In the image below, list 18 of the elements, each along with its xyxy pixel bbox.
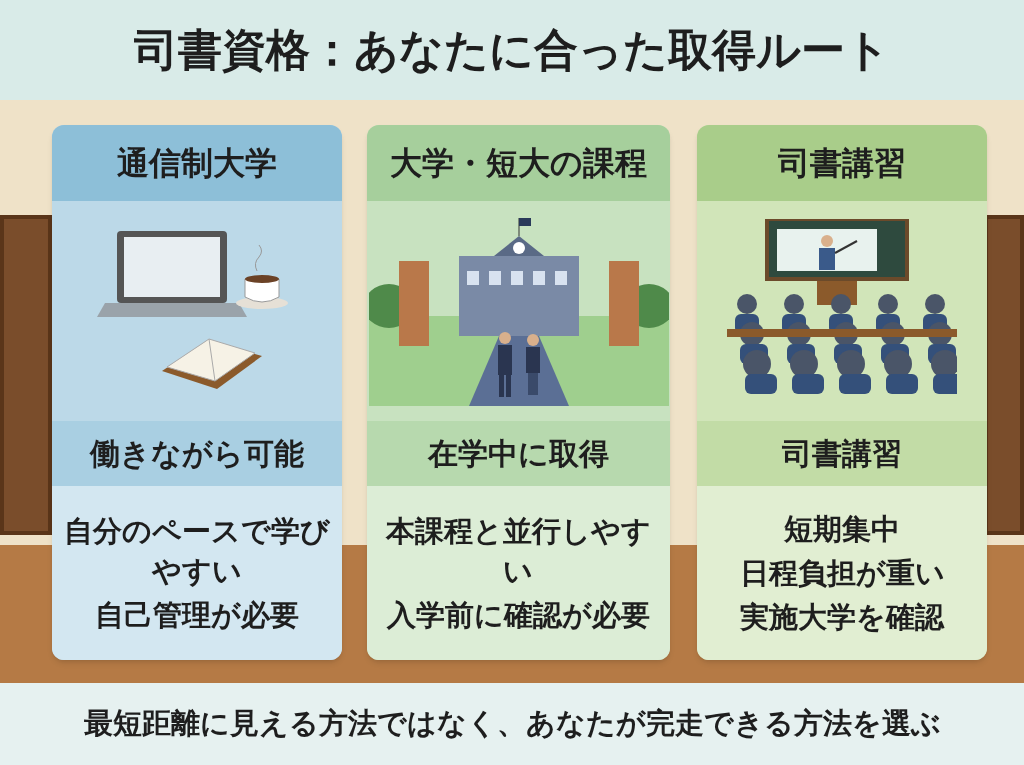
route-card (52, 125, 342, 660)
card-point: 短期集中 (784, 511, 900, 548)
card-point: 実施大学を確認 (740, 599, 944, 636)
card-point: 入学前に確認が必要 (387, 597, 650, 634)
card-point: 自分のペースで学びやすい (64, 513, 330, 590)
card-point: 本課程と並行しやすい (385, 513, 652, 590)
card-subheading: 司書講習 (782, 435, 902, 473)
route-card (367, 125, 670, 660)
card-subheading: 在学中に取得 (428, 435, 609, 473)
title: 司書資格：あなたに合った取得ルート (134, 23, 890, 77)
card-subheading: 働きながら可能 (90, 435, 304, 473)
card-heading: 司書講習 (778, 143, 906, 184)
card-point: 自己管理が必要 (95, 597, 299, 634)
caption: 最短距離に見える方法ではなく、あなたが完走できる方法を選ぶ (83, 705, 941, 743)
card-heading: 通信制大学 (117, 143, 277, 184)
route-card (697, 125, 987, 660)
card-heading: 大学・短大の課程 (390, 143, 647, 184)
card-point: 日程負担が重い (739, 555, 945, 592)
